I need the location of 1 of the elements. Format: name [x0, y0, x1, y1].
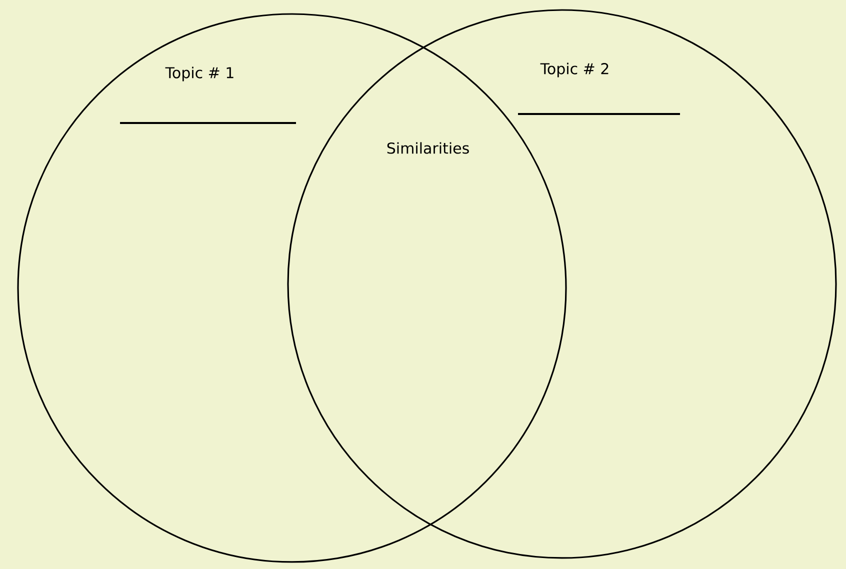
region-label: Similarities: [387, 142, 469, 154]
